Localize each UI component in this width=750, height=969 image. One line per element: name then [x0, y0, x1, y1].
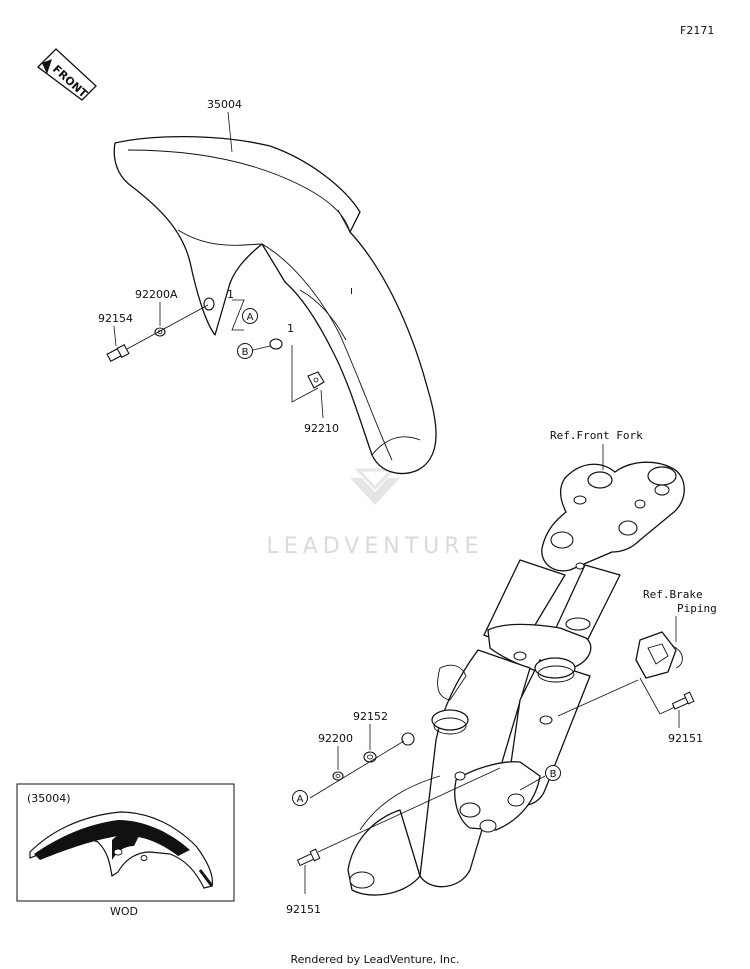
- callout-a-fork: A: [292, 790, 308, 806]
- svg-text:A: A: [297, 794, 304, 805]
- part-label-92151-right: 92151: [668, 732, 703, 745]
- fender-mark-one-b: 1: [287, 322, 294, 335]
- callout-b-fork: B: [545, 765, 561, 781]
- part-label-92200a: 92200A: [135, 288, 178, 301]
- washer-92200-part: [332, 771, 344, 781]
- bolt-92154-part: [106, 343, 130, 363]
- front-fork-assembly: [347, 461, 685, 896]
- front-fender-part: ı: [113, 135, 437, 475]
- svg-text:B: B: [550, 769, 557, 780]
- fork-mount-hole-a: [401, 732, 415, 746]
- callout-a-fender: A: [242, 308, 258, 324]
- front-direction-arrow-icon: FRONT: [37, 48, 97, 101]
- part-label-92154: 92154: [98, 312, 133, 325]
- watermark-text: LEADVENTURE: [267, 534, 484, 559]
- part-label-92210: 92210: [304, 422, 339, 435]
- grommet-upper-part: [203, 297, 215, 311]
- fender-small-mark: ı: [350, 284, 353, 297]
- brake-piping-clamp-part: [635, 631, 683, 679]
- bolt-92151-left-part: [296, 848, 321, 867]
- fender-mount-hole-b: [269, 338, 283, 350]
- part-label-35004: 35004: [207, 98, 242, 111]
- nut-92210-part: [307, 371, 325, 389]
- watermark: LEADVENTURE: [267, 468, 484, 559]
- svg-text:A: A: [247, 312, 254, 323]
- inset-panel: (35004): [16, 783, 235, 902]
- ref-brake-piping-label-1: Ref.Brake: [643, 588, 703, 601]
- ref-brake-piping-label-2: Piping: [677, 602, 717, 615]
- bolt-92151-right-part: [671, 691, 695, 710]
- callout-b-fender: B: [237, 343, 253, 359]
- inset-part-label: (35004): [27, 792, 71, 805]
- collar-92152-part: [363, 751, 377, 763]
- footer-credit: Rendered by LeadVenture, Inc.: [290, 953, 459, 966]
- figure-code: F2171: [680, 24, 714, 37]
- part-label-92151-left: 92151: [286, 903, 321, 916]
- part-label-92152: 92152: [353, 710, 388, 723]
- part-label-92200: 92200: [318, 732, 353, 745]
- fender-mark-one-a: 1: [227, 288, 234, 301]
- svg-text:B: B: [242, 347, 249, 358]
- inset-caption: WOD: [110, 905, 138, 918]
- ref-front-fork-label: Ref.Front Fork: [550, 429, 643, 442]
